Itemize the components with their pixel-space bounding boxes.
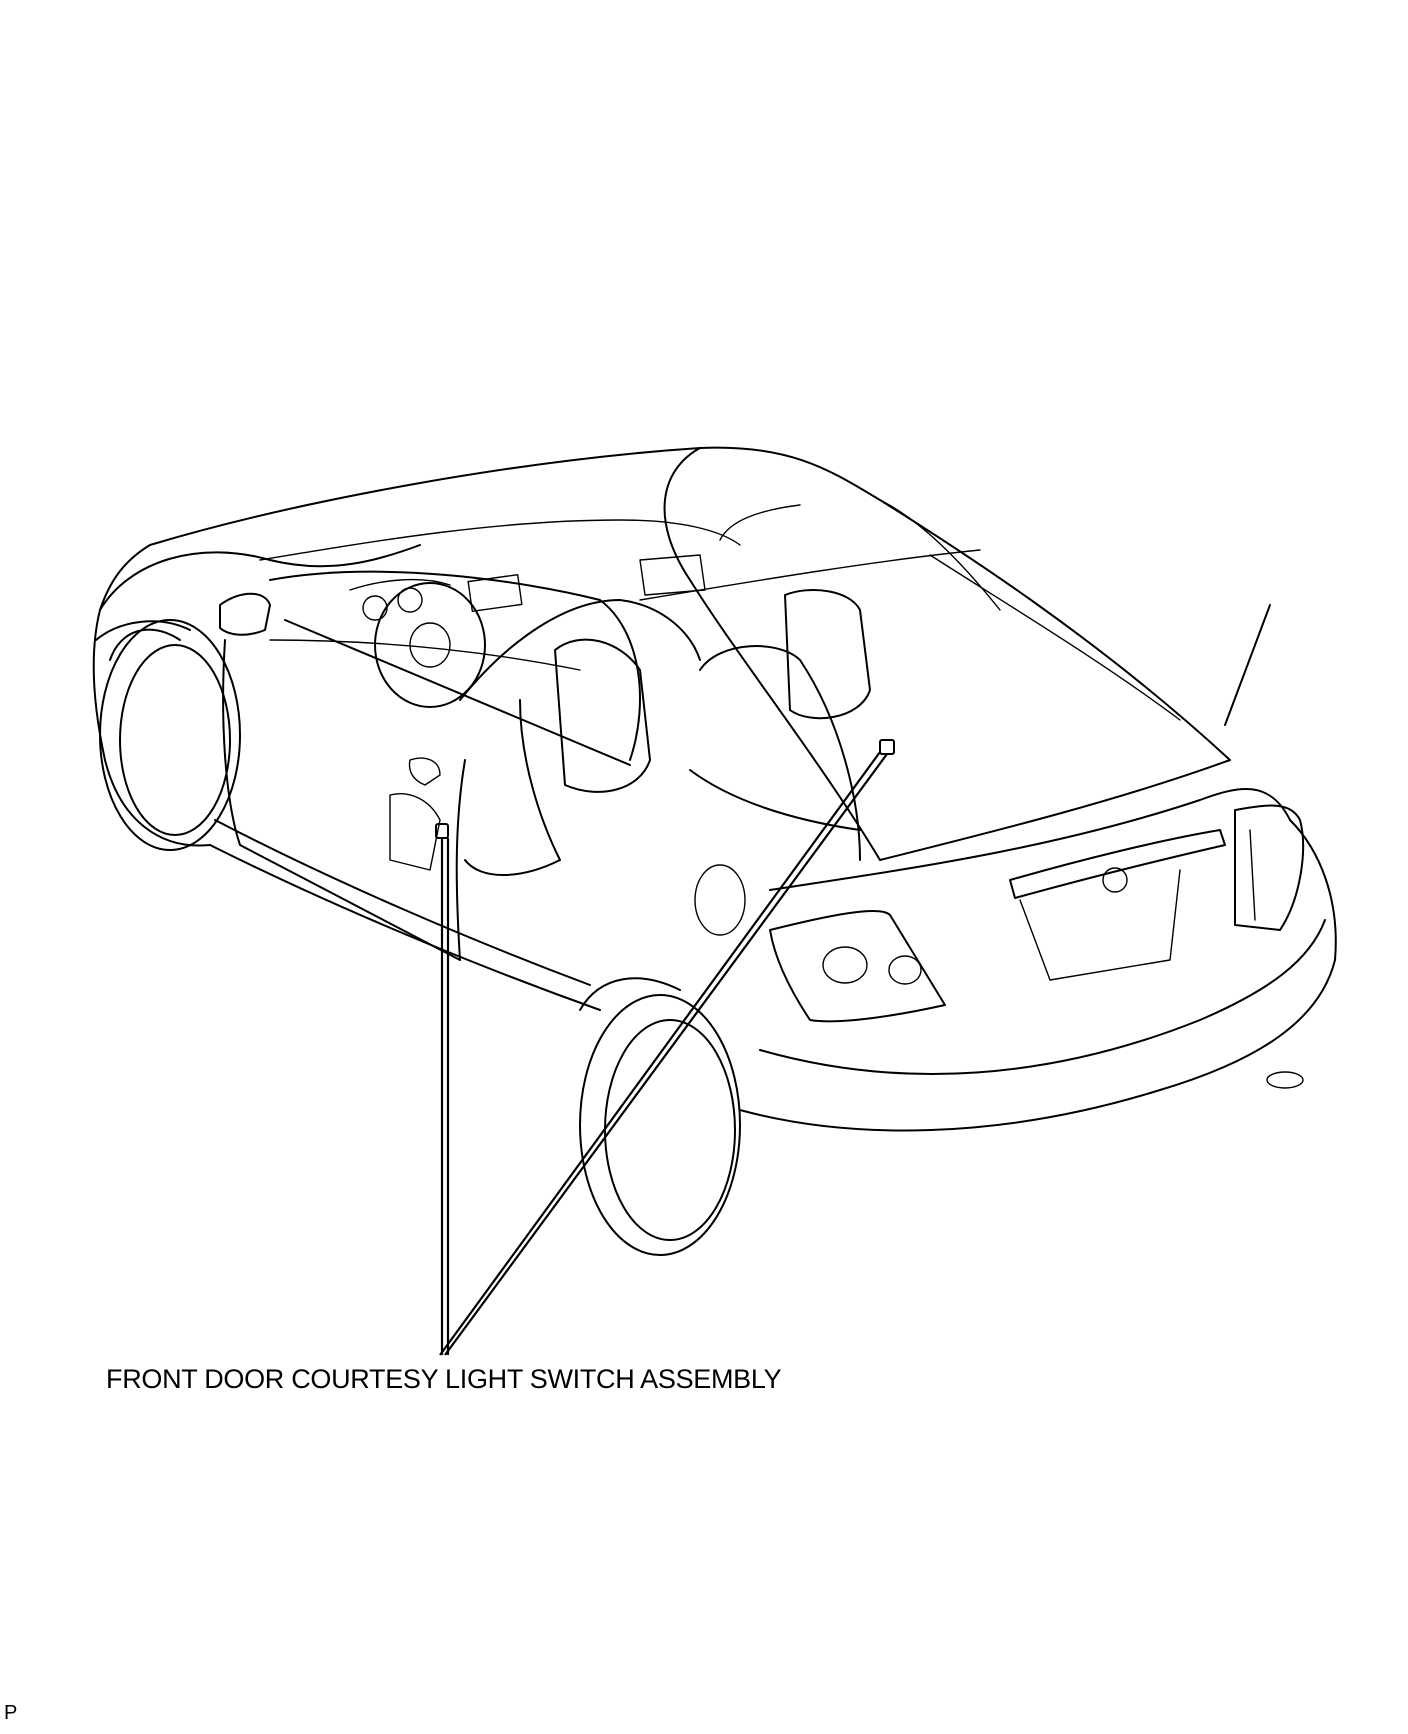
wheels <box>99 619 741 1256</box>
leader-lines <box>439 751 888 1356</box>
front-switch-right <box>879 739 895 755</box>
car-body <box>92 446 1337 1132</box>
interior <box>219 499 1001 961</box>
corner-code: P <box>4 1702 18 1724</box>
callout-label: FRONT DOOR COURTESY LIGHT SWITCH ASSEMBL… <box>106 1364 782 1394</box>
